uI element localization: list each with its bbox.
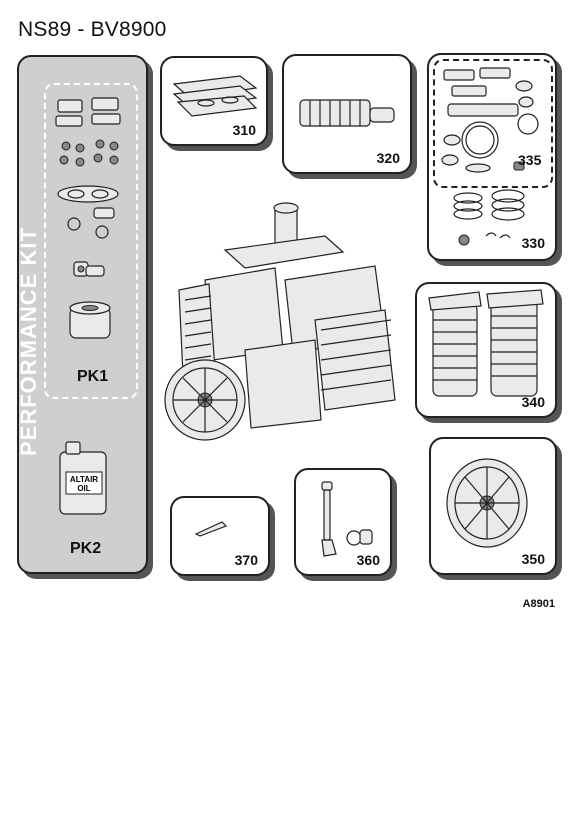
piston-rings-illustration [453, 189, 525, 246]
part-number-350: 350 [521, 551, 545, 567]
head-gasket-illustration [172, 75, 258, 117]
pk1-gaskets-illustration [55, 97, 121, 239]
part-number-330: 330 [521, 235, 545, 251]
part-panel-360[interactable]: 360 [294, 468, 392, 576]
gasket-set-illustration [441, 67, 539, 173]
flywheel-illustration [446, 458, 528, 548]
part-number-340: 340 [521, 394, 545, 410]
gasket-set-dashed-group [433, 59, 553, 188]
part-number-310: 310 [232, 122, 256, 138]
oil-label-line2: OIL [77, 484, 90, 493]
breather-illustration [321, 481, 373, 557]
drawing-reference: A8901 [522, 598, 555, 610]
cooling-tubes-illustration [428, 289, 544, 397]
part-panel-340[interactable]: 340 [415, 282, 557, 418]
oil-canister-illustration: ALTAIR OIL [59, 441, 107, 515]
pin-illustration [194, 521, 228, 537]
pk2-label: PK2 [70, 540, 102, 557]
oil-label-line1: ALTAIR [70, 475, 98, 484]
part-panel-320[interactable]: 320 [282, 54, 412, 174]
part-number-335: 335 [518, 152, 542, 168]
pk1-dashed-group [44, 83, 138, 399]
part-number-360: 360 [356, 552, 380, 568]
part-number-320: 320 [376, 150, 400, 166]
pk1-label: PK1 [77, 368, 109, 385]
part-panel-310[interactable]: 310 [160, 56, 268, 146]
intercooler-illustration [299, 99, 395, 127]
page-title: NS89 - BV8900 [18, 18, 167, 41]
part-panel-370[interactable]: 370 [170, 496, 270, 576]
part-number-370: 370 [234, 552, 258, 568]
part-panel-350[interactable]: 350 [429, 437, 557, 575]
pk1-filter-illustration [69, 301, 111, 339]
compressor-pump-illustration [164, 202, 396, 441]
performance-kit-label: PERFORMANCE KIT [16, 227, 41, 456]
pk1-fitting-illustration [73, 261, 105, 277]
